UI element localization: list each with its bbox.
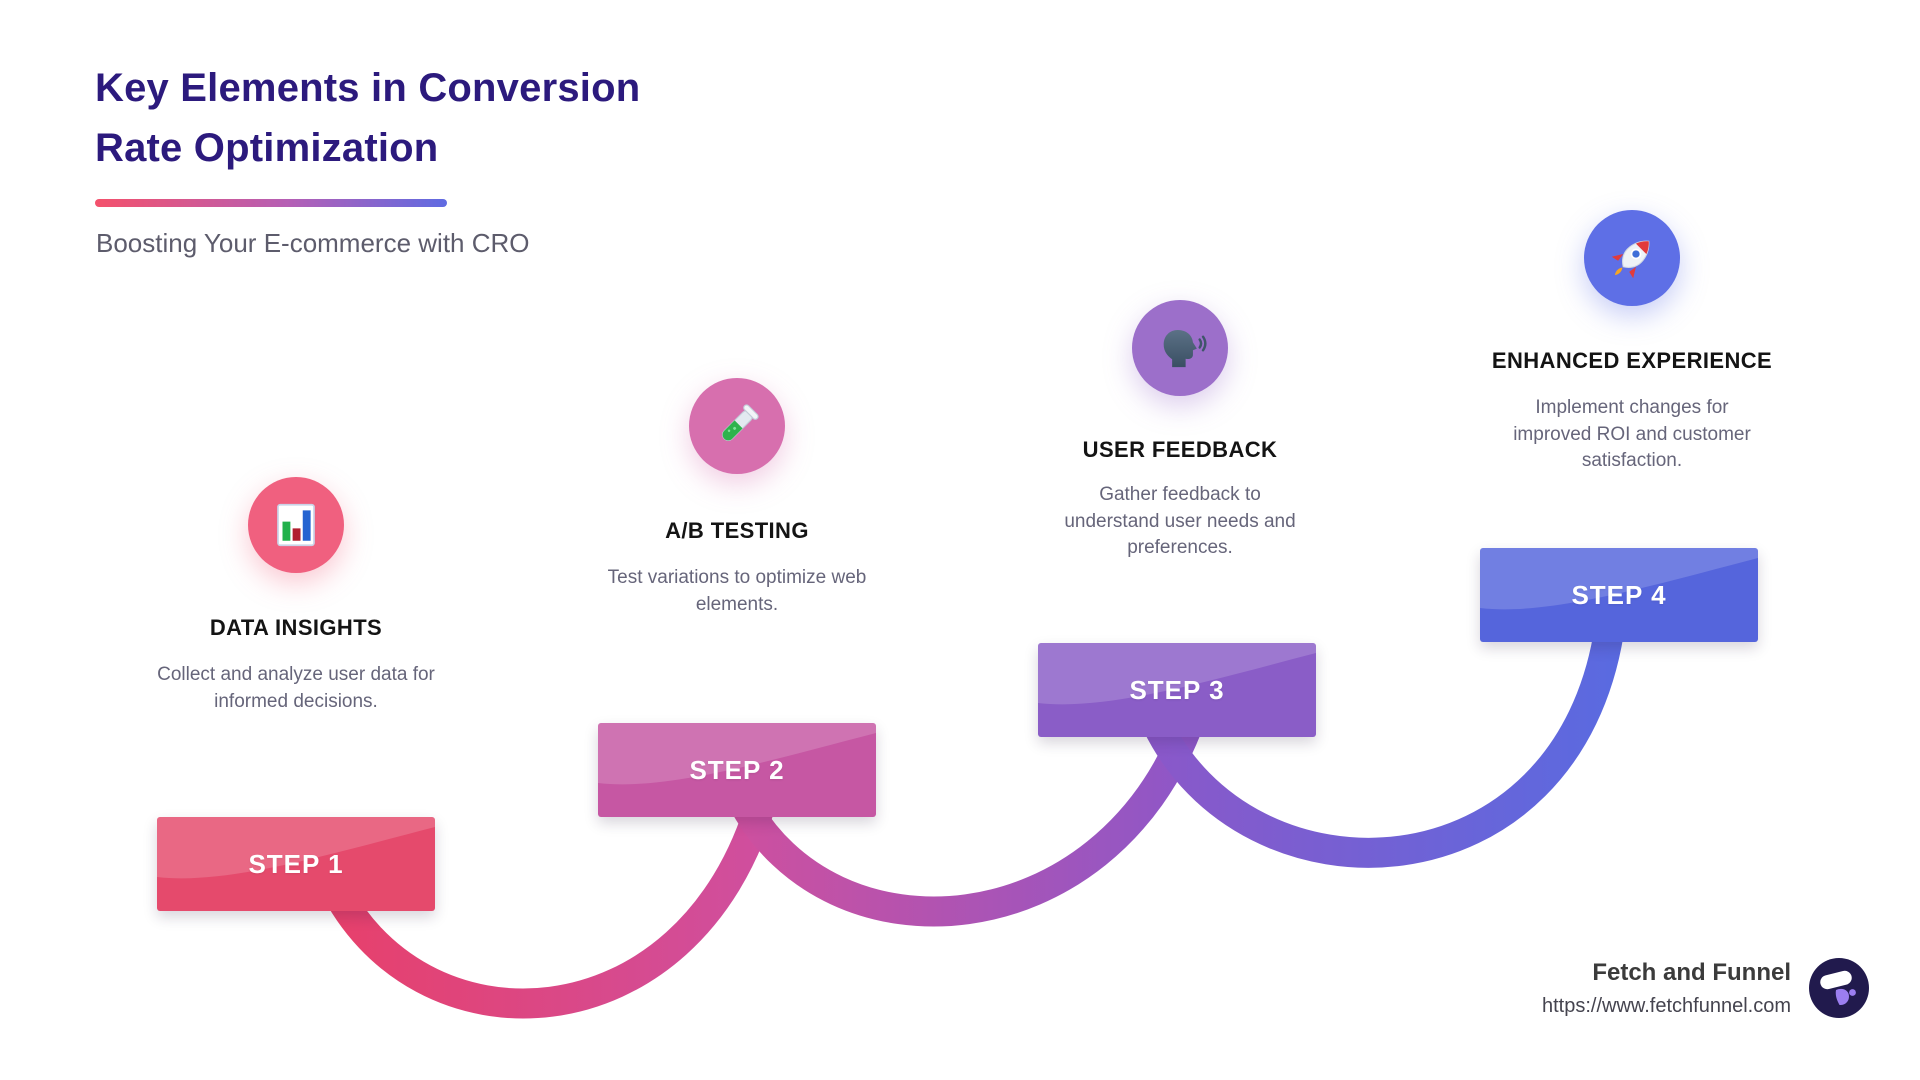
step-4-box-gloss [1480,548,1758,610]
step-1-box-gloss [157,817,435,879]
footer-url[interactable]: https://www.fetchfunnel.com [1541,994,1791,1017]
step-1-description: Collect and analyze user data for inform… [157,664,435,712]
step-1-box: STEP 1 [157,817,435,911]
step-3-box-gloss [1038,643,1316,705]
footer: Fetch and Funnel https://www.fetchfunnel… [1542,956,1871,1020]
step-4-title: ENHANCED EXPERIENCE [1491,348,1773,373]
step-3-label: STEP 3 [1129,674,1225,705]
step-1-title: DATA INSIGHTS [209,615,383,640]
step-4-box: STEP 4 [1480,548,1758,642]
page-title: Key Elements in Conversion Rate Optimiza… [95,58,640,178]
page-subtitle: Boosting Your E-commerce with CRO [96,228,530,258]
step-2-label: STEP 2 [689,754,785,785]
step-3-description: Gather feedback to understand user needs… [1064,484,1296,559]
step-2-box: STEP 2 [598,723,876,817]
page-title-line1: Key Elements in Conversion [95,66,641,110]
step-1-label: STEP 1 [248,848,344,879]
connector-step1-step2 [316,795,777,1019]
step-1-icon-circle [248,477,344,573]
rocket-icon [1611,240,1650,279]
step-2-box-gloss [598,723,876,785]
step-2-description: Test variations to optimize web elements… [607,567,867,615]
step-4-description: Implement changes for improved ROI and c… [1513,397,1751,472]
step-4-icon-circle [1584,210,1680,306]
step-2-title: A/B TESTING [665,518,809,543]
footer-company-name: Fetch and Funnel [1592,958,1791,986]
connector-step2-step3 [728,714,1205,927]
connector-step3-step4 [1141,622,1625,868]
speaking-head-icon [1163,330,1207,368]
step-2-icon-circle [689,378,785,474]
test-tube-icon [722,404,759,441]
fetch-and-funnel-logo-icon [1809,958,1869,1018]
step-3-box: STEP 3 [1038,643,1316,737]
step-3-title: USER FEEDBACK [1082,437,1278,462]
step-4-label: STEP 4 [1571,579,1667,610]
bar-chart-icon [277,503,315,547]
page-title-line2: Rate Optimization [95,126,439,170]
step-3-icon-circle [1132,300,1228,396]
title-underline [95,199,447,207]
